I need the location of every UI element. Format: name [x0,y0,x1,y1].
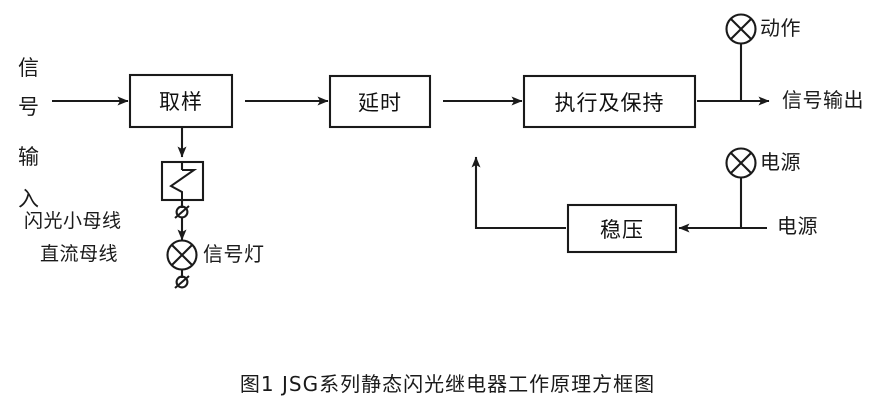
input-label-char-2: 号 [18,95,39,119]
dc-bus-label: 直流母线 [40,243,119,265]
block-execute-rect [522,74,697,129]
action-lamp-label: 动作 [760,16,801,40]
crossed-circle-lamp-icon-action [725,13,757,45]
block-delay-rect [328,74,432,129]
signal-lamp-label: 信号灯 [203,242,265,266]
block-execute-label: 执行及保持 [554,90,665,115]
terminal-node-2 [175,275,189,289]
block-sampling-label: 取样 [159,90,203,114]
input-label-char-3: 输 [18,145,39,169]
input-label-char-1: 信 [18,56,39,80]
terminal-node-1 [175,205,189,219]
flash-bus-label: 闪光小母线 [24,210,122,232]
crossed-circle-lamp-icon-power [725,147,757,179]
signal-output-label: 信号输出 [782,88,864,112]
figure-caption: 图1 JSG系列静态闪光继电器工作原理方框图 [239,372,656,396]
crossed-circle-lamp-icon-signal [166,239,198,271]
arrow-regulator-feedback [471,156,566,230]
block-regulator-label: 稳压 [600,217,644,242]
relay-contact-symbol [169,162,198,200]
block-delay-label: 延时 [358,90,402,115]
input-label-char-4: 入 [18,187,39,211]
block-regulator-rect [566,203,678,254]
power-lamp-label: 电源 [760,150,801,174]
block-sampling-rect [128,73,234,129]
power-source-label: 电源 [777,214,818,238]
